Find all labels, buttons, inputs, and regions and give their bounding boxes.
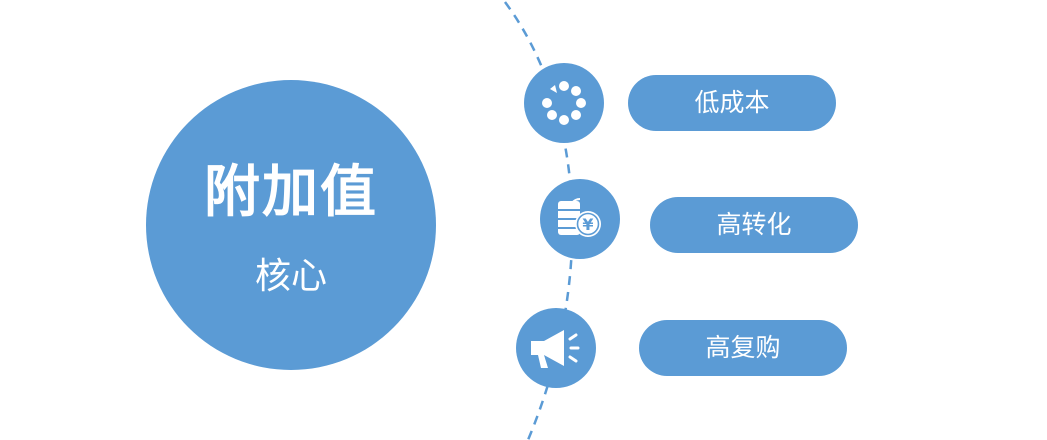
- loading-ring-icon: [542, 81, 586, 125]
- node-icon-high-conversion: ¥: [540, 179, 620, 259]
- core-circle: 附加值 核心: [146, 80, 436, 370]
- node-icon-low-cost: [524, 63, 604, 143]
- core-subtitle: 核心: [254, 256, 327, 297]
- svg-text:¥: ¥: [582, 215, 593, 234]
- megaphone-icon: [531, 330, 580, 368]
- pill-low-cost: 低成本: [628, 75, 836, 131]
- pill-high-repurchase: 高复购: [639, 320, 847, 376]
- cash-conversion-icon: ¥: [558, 198, 601, 237]
- core-title: 附加值: [204, 160, 378, 225]
- pill-high-conversion: 高转化: [650, 197, 858, 253]
- node-icon-high-repurchase: [516, 308, 596, 388]
